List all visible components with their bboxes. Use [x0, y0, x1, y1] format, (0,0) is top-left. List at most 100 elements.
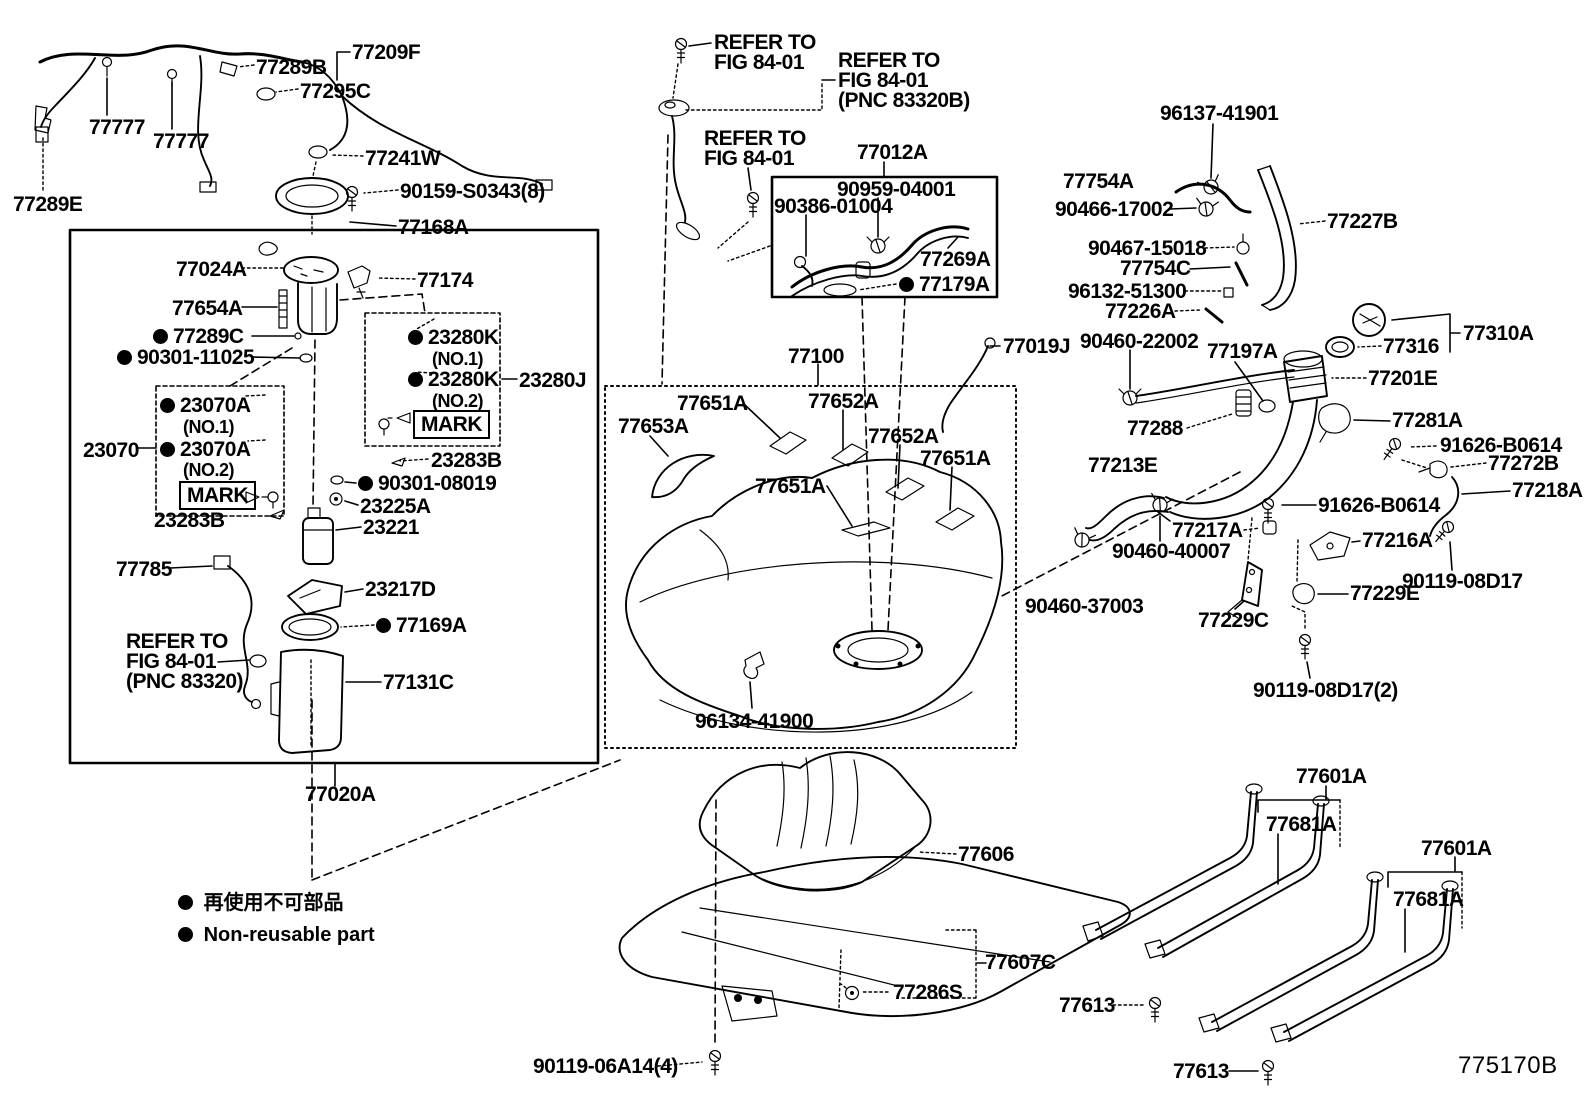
part-label: 77288 — [1127, 418, 1183, 439]
non-reusable-icon — [358, 476, 373, 491]
part-label: 90460-40007 — [1112, 540, 1231, 563]
part-number: 77213E — [1088, 454, 1158, 477]
part-label: 77174 — [417, 270, 473, 291]
part-number: 77651A — [755, 475, 826, 498]
part-number: 96137-41901 — [1160, 102, 1279, 125]
part-label: 90301-08019 — [358, 472, 497, 495]
part-label: 77785 — [116, 559, 172, 580]
figure-code: 775170B — [1458, 1052, 1558, 1079]
part-label-line: REFER TO — [126, 630, 228, 653]
part-number: 90301-08019 — [378, 472, 497, 495]
part-label: 90159-S0343(8) — [400, 181, 545, 202]
part-number: 96132-51300 — [1068, 280, 1187, 303]
part-label: 77613 — [1173, 1061, 1229, 1082]
part-label: 77295C — [300, 81, 371, 102]
part-label: 23280J — [519, 369, 587, 392]
part-number: 77229E — [1350, 582, 1420, 605]
part-number: 77613 — [1059, 994, 1115, 1017]
part-number: 77681A — [1266, 813, 1337, 836]
part-label: 23225A — [360, 496, 431, 517]
part-label-line: REFER TO — [838, 49, 940, 72]
part-label-line: FIG 84-01 — [704, 147, 795, 170]
part-number: 77601A — [1421, 837, 1492, 860]
part-number: 77012A — [857, 141, 928, 164]
part-number: 90460-37003 — [1025, 595, 1144, 618]
part-label: 96134-41900 — [695, 711, 814, 732]
part-label: 77100 — [788, 346, 844, 367]
part-number: 90959-04001 — [837, 178, 956, 201]
part-label: 77269A — [920, 249, 991, 270]
part-label: 23280K — [408, 369, 499, 390]
part-number: 91626-B0614 — [1440, 434, 1562, 457]
part-label: 90460-22002 — [1080, 330, 1199, 353]
part-label: 77601A — [1296, 766, 1367, 787]
part-label: 77601A — [1421, 838, 1492, 859]
legend-text-en: Non-reusable part — [203, 924, 375, 946]
part-number: 90159-S0343(8) — [400, 180, 545, 203]
part-number: 90460-40007 — [1112, 540, 1231, 563]
part-label: 77209F — [352, 42, 421, 63]
non-reusable-icon — [178, 895, 193, 910]
part-number: 23217D — [365, 578, 436, 601]
part-label: 77213E — [1088, 454, 1158, 477]
part-label: 77218A — [1512, 480, 1583, 501]
non-reusable-icon — [178, 927, 193, 942]
part-label: 91626-B0614 — [1440, 435, 1562, 456]
part-label: 77606 — [958, 844, 1014, 865]
part-number: 77179A — [919, 273, 990, 296]
part-label: 77286S — [893, 981, 963, 1004]
part-number: 77024A — [176, 258, 247, 281]
part-number: 90301-11025 — [137, 346, 255, 369]
part-number: 23280J — [519, 369, 587, 392]
non-reusable-icon — [160, 442, 175, 457]
part-number: 23283B — [431, 449, 502, 472]
part-number: 77019J — [1003, 335, 1071, 358]
part-number: 23070A — [180, 394, 251, 417]
part-label: 77227B — [1327, 211, 1398, 232]
non-reusable-icon — [408, 372, 423, 387]
part-number: (NO.1) — [183, 417, 235, 437]
part-number: 23225A — [360, 495, 431, 518]
part-number: MARK — [421, 413, 483, 436]
part-label: 77201E — [1368, 368, 1438, 389]
part-label: 77197A — [1207, 341, 1278, 362]
part-label: 77019J — [1003, 335, 1071, 358]
part-number: 77217A — [1172, 519, 1243, 542]
part-number: 90460-22002 — [1080, 330, 1199, 353]
legend-row: 再使用不可部品 — [178, 886, 375, 915]
part-label: 77652A — [868, 426, 939, 447]
part-number: 90466-17002 — [1055, 198, 1174, 221]
part-number: (NO.2) — [432, 391, 484, 411]
part-number: 77131C — [383, 671, 454, 694]
part-label: 77754A — [1063, 171, 1134, 192]
part-label: 77777 — [153, 131, 209, 152]
part-number: 90119-08D17 — [1402, 570, 1523, 593]
part-number: 77681A — [1393, 888, 1464, 911]
part-label: 90460-37003 — [1025, 595, 1144, 618]
part-number: 77241W — [365, 147, 441, 170]
part-number: 77607C — [985, 951, 1056, 974]
part-label-line: REFER TO — [704, 127, 806, 150]
part-number: 91626-B0614 — [1318, 494, 1440, 517]
part-label: 77272B — [1488, 453, 1559, 474]
non-reusable-icon — [160, 398, 175, 413]
part-number: 77286S — [893, 981, 963, 1004]
part-label: 23221 — [363, 517, 419, 538]
part-label: 96132-51300 — [1068, 280, 1187, 303]
part-number: 77020A — [305, 783, 376, 806]
part-number: 77100 — [788, 345, 844, 368]
part-label: 77754C — [1120, 258, 1191, 279]
part-label: 77613 — [1059, 995, 1115, 1016]
part-number: 77785 — [116, 558, 172, 581]
part-number: 77653A — [618, 415, 689, 438]
part-label: 77289E — [13, 194, 83, 215]
part-label: 90959-04001 — [837, 178, 956, 201]
part-label: 77651A — [755, 476, 826, 497]
part-label-line: (PNC 83320) — [126, 670, 244, 693]
part-number: 77169A — [396, 614, 467, 637]
part-number: 90386-01004 — [774, 195, 893, 218]
